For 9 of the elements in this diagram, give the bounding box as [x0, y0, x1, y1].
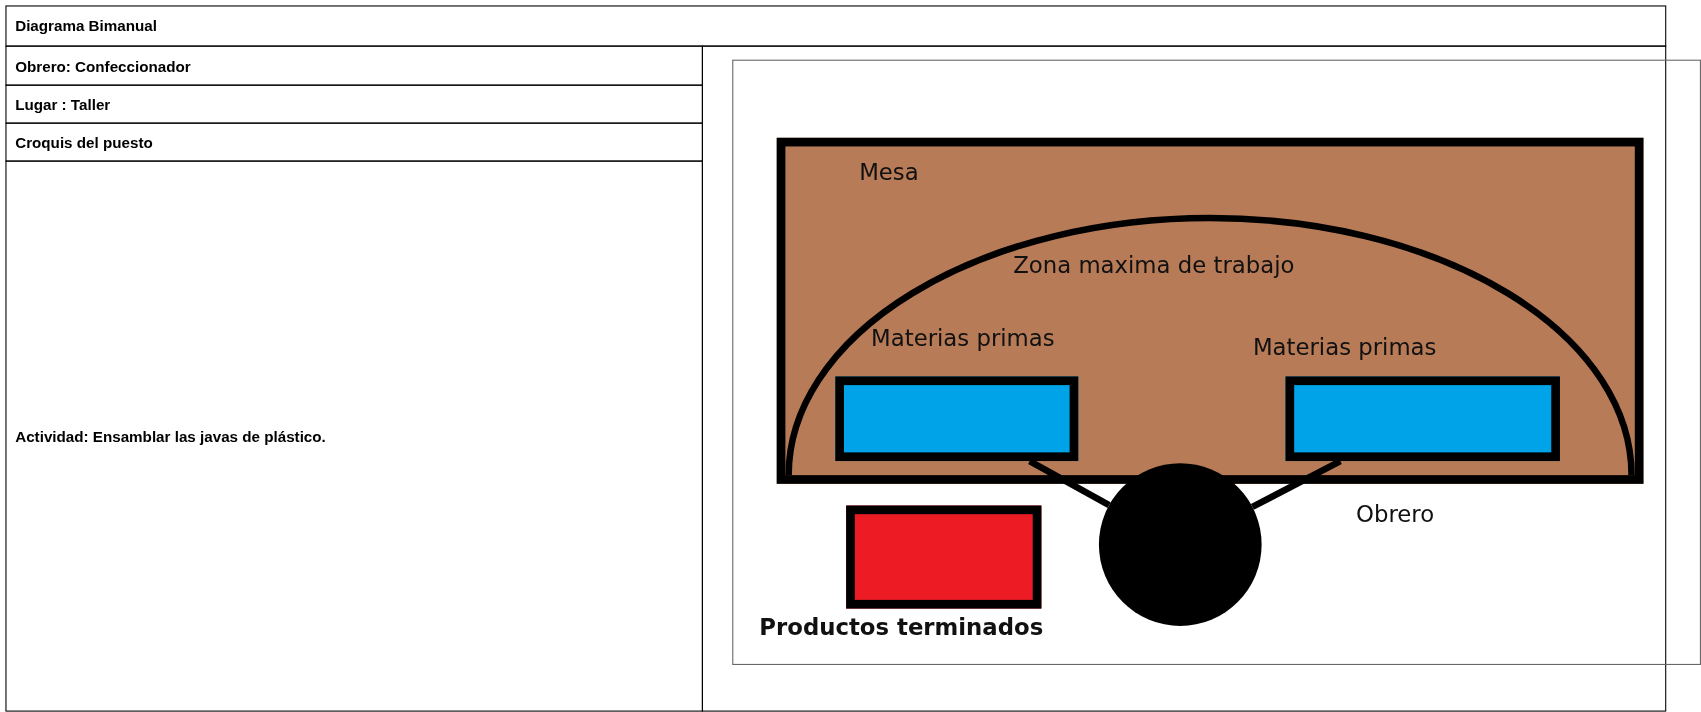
- table-area: [776, 137, 1644, 484]
- arm-line: [1250, 458, 1342, 510]
- worker-label: Obrero: [1356, 501, 1435, 528]
- product-label: Productos terminados: [759, 614, 1044, 641]
- zone-label: Zona maxima de trabajo: [1013, 251, 1296, 281]
- material-label: Materias primas: [1252, 334, 1437, 361]
- arm-line: [1028, 458, 1111, 508]
- table-label: Mesa: [859, 159, 919, 186]
- material-label: Materias primas: [871, 325, 1055, 352]
